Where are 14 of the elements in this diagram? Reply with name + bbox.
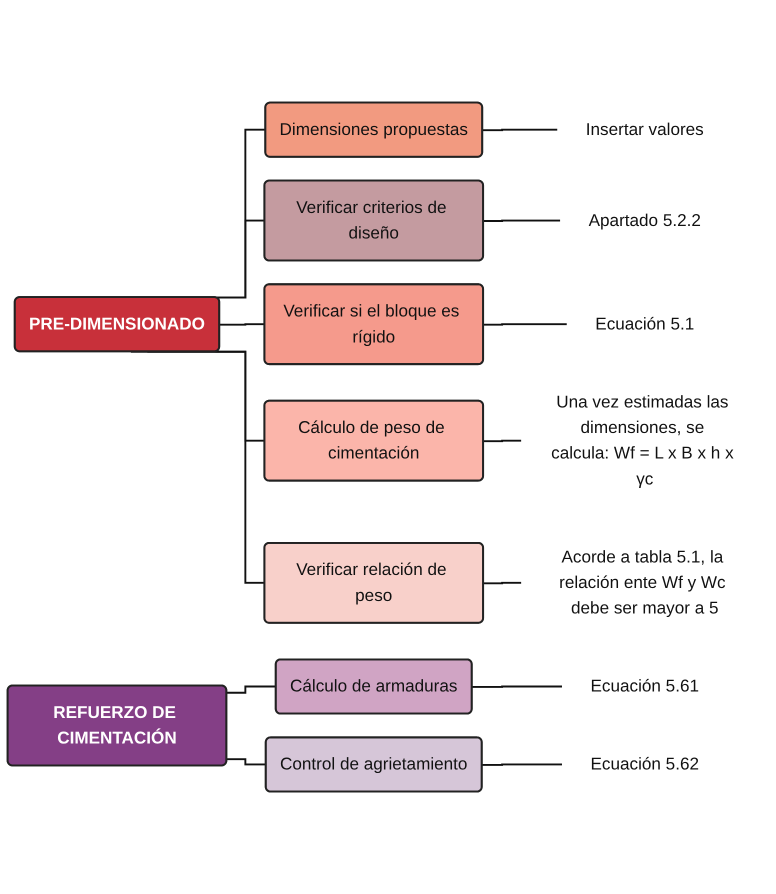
connector [484, 219, 562, 222]
connector [482, 128, 558, 132]
node-text: Una vez estimadas las dimensiones, se calcula: Wf = L x B x h x γc [551, 392, 734, 488]
node-text: Acorde a tabla 5.1, la relación ente Wf y Wc debe ser mayor a 5 [559, 547, 726, 618]
node-text: Apartado 5.2.2 [588, 210, 701, 230]
node-text: Ecuación 5.62 [590, 754, 700, 774]
connector [484, 582, 522, 584]
connector [472, 685, 563, 688]
node-text: Ecuación 5.1 [595, 314, 694, 334]
node-text: Ecuación 5.61 [590, 676, 700, 696]
connector [482, 763, 563, 766]
connector [484, 323, 568, 326]
node-text: Insertar valores [586, 120, 704, 139]
connector [484, 440, 522, 442]
